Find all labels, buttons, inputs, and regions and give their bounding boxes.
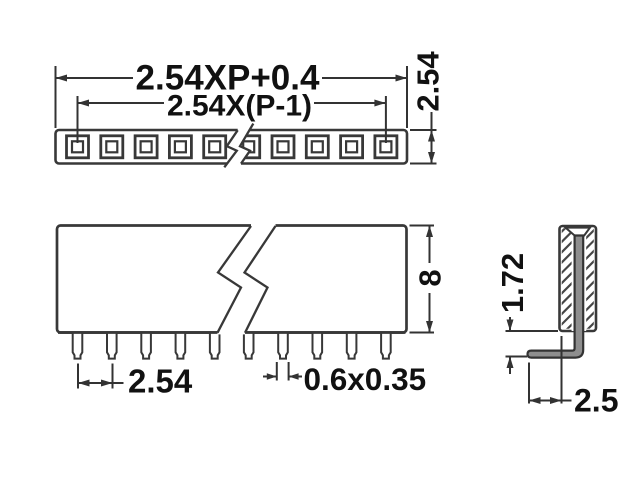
svg-text:2.54: 2.54 [411, 51, 446, 112]
svg-text:2.5: 2.5 [574, 383, 618, 419]
svg-text:0.6x0.35: 0.6x0.35 [304, 361, 427, 397]
svg-text:2.54: 2.54 [128, 363, 193, 400]
svg-text:1.72: 1.72 [495, 253, 530, 313]
svg-text:8: 8 [413, 269, 448, 286]
svg-text:2.54XP+0.4: 2.54XP+0.4 [136, 59, 320, 98]
svg-text:2.54X(P-1): 2.54X(P-1) [167, 90, 312, 123]
